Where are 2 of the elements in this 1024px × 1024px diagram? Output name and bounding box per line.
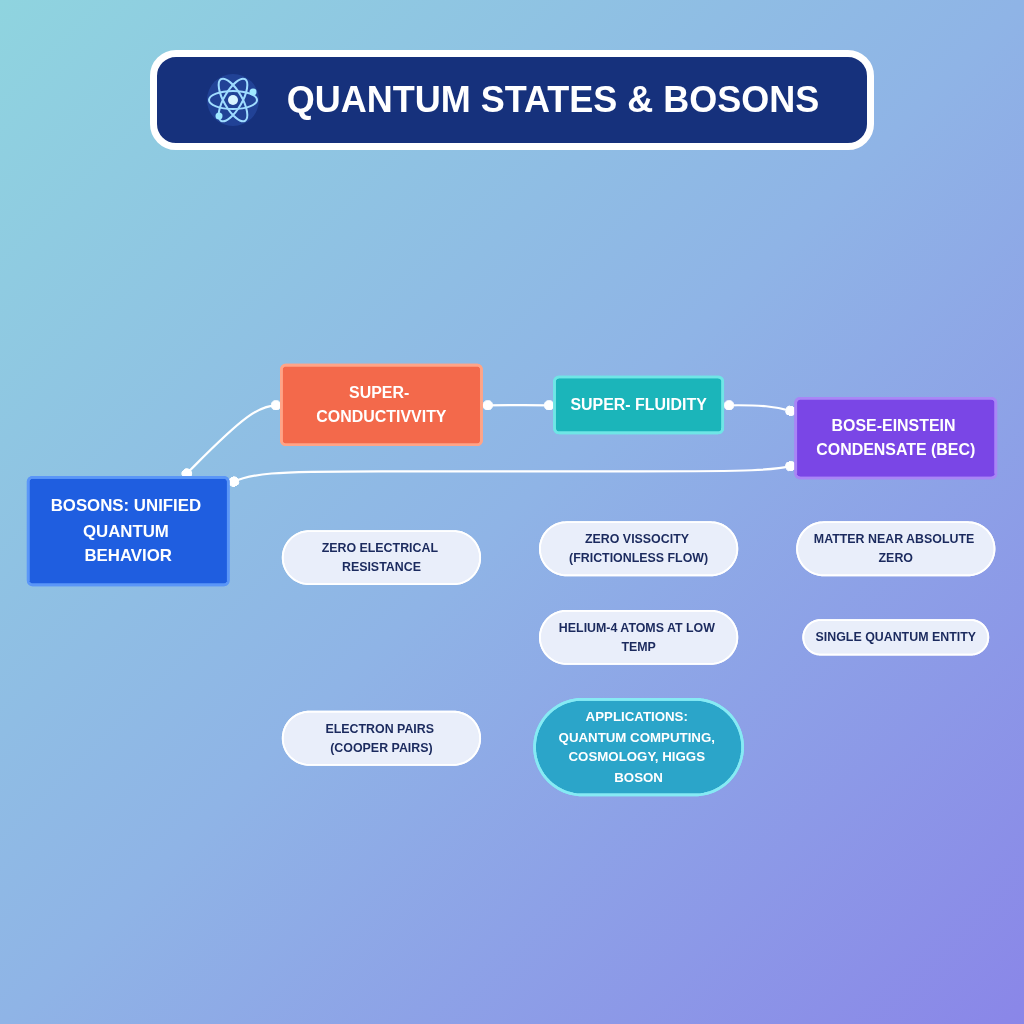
title: QUANTUM STATES & BOSONS: [286, 79, 820, 121]
connector: [481, 399, 555, 411]
